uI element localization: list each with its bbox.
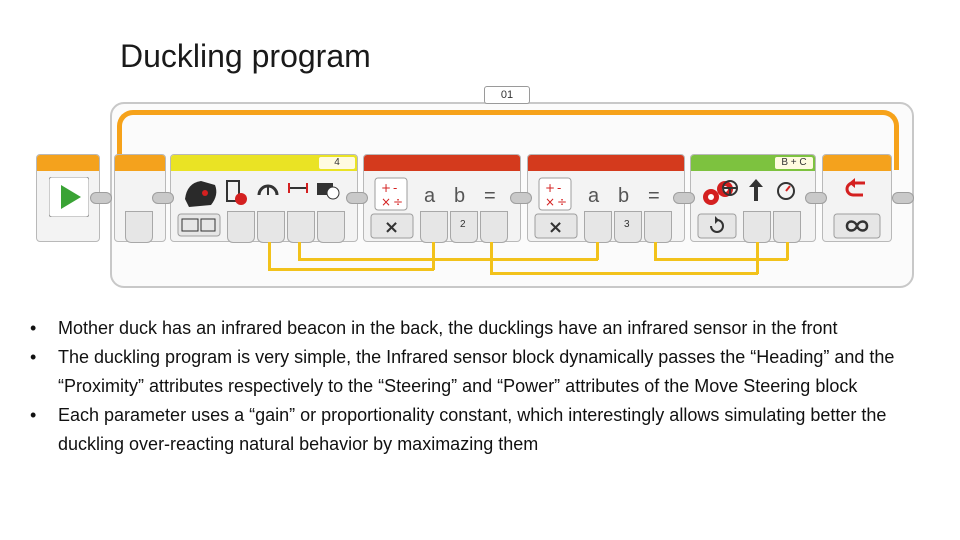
slide-title: Duckling program — [120, 38, 371, 74]
data-wire-proximity[interactable] — [298, 242, 301, 260]
infrared-sensor-icon — [185, 181, 217, 207]
power-input-socket[interactable] — [773, 211, 801, 243]
steering-input-socket[interactable] — [743, 211, 771, 243]
svg-text:÷: ÷ — [393, 195, 403, 209]
data-wire-proximity[interactable] — [298, 258, 598, 261]
input-b-socket[interactable] — [450, 211, 478, 243]
math-icon: + - × ÷ — [538, 177, 572, 211]
loop-end-cap — [823, 155, 891, 171]
detected-output-socket[interactable] — [317, 211, 345, 243]
svg-text:×: × — [548, 217, 563, 238]
mode-selector-icon[interactable] — [177, 213, 221, 237]
input-b-label: b — [618, 185, 630, 207]
svg-text:×: × — [381, 195, 391, 209]
sequence-plug[interactable] — [892, 192, 914, 204]
loop-wire — [117, 110, 899, 170]
sequence-plug[interactable] — [346, 192, 368, 204]
data-wire-proximity[interactable] — [596, 242, 599, 260]
power-arrow-icon — [749, 179, 763, 201]
sequence-plug[interactable] — [152, 192, 174, 204]
sequence-plug[interactable] — [673, 192, 695, 204]
infrared-sensor-block[interactable]: 4 1 — [170, 154, 358, 243]
math-block-1-cap — [364, 155, 520, 171]
sequence-plug[interactable] — [805, 192, 827, 204]
loop-start-cap — [115, 155, 165, 171]
math-block-1[interactable]: + - × ÷ a b = × 2 — [363, 154, 521, 243]
start-block-cap — [37, 155, 99, 171]
svg-text:-: - — [393, 181, 397, 195]
multiply-mode-icon[interactable]: × — [370, 213, 414, 239]
data-wire-heading[interactable] — [268, 242, 271, 270]
duration-icon — [777, 182, 795, 200]
data-wire-power[interactable] — [786, 242, 789, 260]
start-block[interactable] — [36, 154, 100, 242]
input-b-socket[interactable] — [614, 211, 642, 243]
svg-text:÷: ÷ — [557, 195, 567, 209]
result-label: = — [484, 185, 496, 207]
svg-text:+: + — [381, 181, 391, 195]
data-wire-heading[interactable] — [268, 268, 434, 271]
proximity-icon — [288, 183, 308, 193]
unlimited-mode-icon[interactable] — [833, 213, 881, 239]
heading-icon — [257, 184, 279, 196]
result-socket[interactable] — [644, 211, 672, 243]
data-wire-power[interactable] — [654, 242, 657, 260]
result-label: = — [648, 185, 660, 207]
steering-wheel-icon — [722, 180, 738, 196]
port-selector[interactable]: 4 — [319, 157, 355, 169]
input-a-socket[interactable] — [420, 211, 448, 243]
math-block-2-cap — [528, 155, 684, 171]
result-socket[interactable] — [480, 211, 508, 243]
loop-arrow-icon — [845, 178, 865, 197]
multiply-mode-icon[interactable]: × — [534, 213, 578, 239]
sequence-plug[interactable] — [90, 192, 112, 204]
data-wire-steering[interactable] — [490, 242, 493, 274]
heading-output-socket[interactable] — [257, 211, 285, 243]
detected-icon — [317, 183, 340, 200]
bullet-item: Each parameter uses a “gain” or proporti… — [30, 401, 940, 459]
math-block-2[interactable]: + - × ÷ a b = × 3 — [527, 154, 685, 243]
bullet-item: Mother duck has an infrared beacon in th… — [30, 314, 940, 343]
input-a-socket[interactable] — [584, 211, 612, 243]
data-wire-heading[interactable] — [432, 242, 435, 270]
input-b-value[interactable]: 2 — [460, 219, 466, 230]
on-mode-icon[interactable] — [697, 213, 737, 239]
channel-icon — [226, 180, 247, 205]
math-icon: + - × ÷ — [374, 177, 408, 211]
svg-text:+: + — [545, 181, 555, 195]
data-wire-power[interactable] — [654, 258, 788, 261]
svg-text:-: - — [557, 181, 561, 195]
motor-ports-selector[interactable]: B + C — [775, 157, 813, 169]
loop-start-socket[interactable] — [125, 211, 153, 243]
bullet-list: Mother duck has an infrared beacon in th… — [30, 314, 940, 459]
bullet-item: The duckling program is very simple, the… — [30, 343, 940, 401]
data-wire-steering[interactable] — [490, 272, 758, 275]
infrared-block-cap — [171, 155, 357, 171]
sequence-plug[interactable] — [510, 192, 532, 204]
input-a-label: a — [424, 185, 436, 207]
input-a-label: a — [588, 185, 600, 207]
channel-output-socket[interactable] — [227, 211, 255, 243]
loop-end-block[interactable] — [822, 154, 892, 242]
svg-text:×: × — [545, 195, 555, 209]
input-b-value[interactable]: 3 — [624, 219, 630, 230]
proximity-output-socket[interactable] — [287, 211, 315, 243]
move-steering-block[interactable]: B + C — [690, 154, 816, 243]
input-b-label: b — [454, 185, 466, 207]
svg-text:×: × — [384, 217, 399, 238]
loop-name-label[interactable]: 01 — [484, 86, 530, 104]
play-icon[interactable] — [49, 177, 89, 217]
